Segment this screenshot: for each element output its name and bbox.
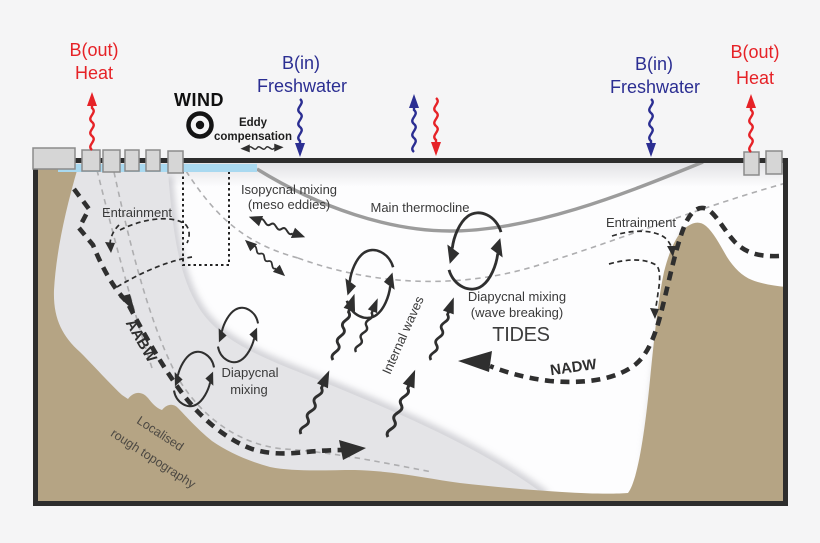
freshwater-flux-down-arrow bbox=[644, 97, 658, 159]
heat-flux-down-arrow bbox=[429, 96, 443, 158]
nadw-current-path bbox=[458, 205, 780, 385]
diapycnal-wave-breaking-label: Diapycnal mixing bbox=[468, 289, 566, 304]
nadw-label: NADW bbox=[549, 356, 598, 379]
diapycnal-mixing-label: mixing bbox=[230, 382, 268, 397]
entrainment-right-label: Entrainment bbox=[606, 215, 676, 230]
eddy-compensation-arrow bbox=[239, 142, 285, 154]
freshwater-flux-down-arrow bbox=[293, 97, 307, 159]
isopycnal-line-left-2 bbox=[113, 171, 433, 473]
sea-ice-block bbox=[81, 149, 101, 172]
buoyancy-in-right-label: B(in) bbox=[635, 54, 673, 74]
diapycnal-mixing-label: Diapycnal bbox=[221, 365, 278, 380]
sea-ice-block bbox=[32, 147, 76, 170]
sea-ice-block bbox=[743, 151, 760, 176]
buoyancy-out-left-label: B(out) bbox=[69, 40, 118, 60]
entrainment-arrows-left bbox=[105, 217, 193, 288]
isopycnal-mixing-label: (meso eddies) bbox=[248, 197, 330, 212]
isopycnal-line-left-1 bbox=[96, 169, 153, 369]
buoyancy-in-left-label: B(in) bbox=[282, 53, 320, 73]
entrainment-arrows-right bbox=[608, 230, 676, 319]
diapycnal-wave-breaking-label: (wave breaking) bbox=[471, 305, 564, 320]
seafloor-topography bbox=[35, 167, 786, 501]
heat-left-label: Heat bbox=[75, 63, 113, 83]
eddy-compensation-label: Eddy bbox=[239, 117, 268, 129]
sea-ice-blocks bbox=[32, 147, 783, 176]
tides-label: TIDES bbox=[492, 324, 549, 346]
isopycnal-line-main bbox=[297, 182, 787, 283]
freshwater-left-label: Freshwater bbox=[257, 76, 347, 96]
sea-ice-block bbox=[765, 150, 783, 175]
sea-ice-block bbox=[167, 150, 184, 174]
eddy-compensation-label: compensation bbox=[214, 131, 292, 143]
sea-ice-block bbox=[145, 149, 161, 172]
main-thermocline-label: Main thermocline bbox=[371, 200, 470, 215]
heat-right-label: Heat bbox=[736, 68, 774, 88]
buoyancy-flux-up-arrow bbox=[407, 92, 421, 154]
diagram-frame bbox=[33, 158, 788, 506]
heat-flux-up-arrow bbox=[85, 90, 99, 152]
isopycnal-line-left-3 bbox=[185, 170, 299, 259]
aabw-direction-arrowhead bbox=[119, 294, 135, 312]
sea-ice-block bbox=[124, 149, 140, 172]
nadw-arrowhead bbox=[458, 351, 492, 372]
main-thermocline-curve bbox=[256, 160, 704, 233]
freshwater-right-label: Freshwater bbox=[610, 77, 700, 97]
aabw-current-path bbox=[72, 187, 366, 460]
wind-label: WIND bbox=[174, 90, 224, 110]
isopycnal-mixing-label: Isopycnal mixing bbox=[241, 182, 337, 197]
wind-out-of-page-icon bbox=[186, 111, 214, 139]
heat-flux-up-arrow bbox=[744, 92, 758, 154]
sea-ice-block bbox=[102, 149, 121, 173]
entrainment-left-label: Entrainment bbox=[102, 205, 172, 220]
buoyancy-out-right-label: B(out) bbox=[730, 42, 779, 62]
aabw-end-arrowhead bbox=[339, 440, 366, 460]
